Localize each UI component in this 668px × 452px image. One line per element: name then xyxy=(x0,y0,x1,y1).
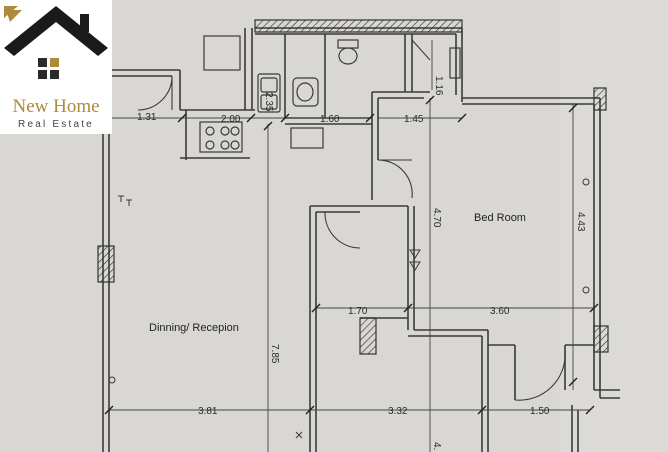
dim-116: 1.16 xyxy=(433,76,444,96)
dim-235: 2.35 xyxy=(263,92,274,112)
room-label-bedroom: Bed Room xyxy=(474,212,526,224)
dim-200: 2.00 xyxy=(221,114,241,125)
dim-443: 4.43 xyxy=(575,212,586,232)
dimension-labels: 1.31 2.00 1.60 1.45 1.16 2.35 4.70 4.43 … xyxy=(137,76,586,450)
electrical-symbols xyxy=(108,178,590,439)
dim-785: 7.85 xyxy=(269,344,280,364)
columns xyxy=(97,19,609,355)
dim-381: 3.81 xyxy=(198,406,218,417)
dimension-ticks xyxy=(104,95,599,415)
dim-360: 3.60 xyxy=(490,306,510,317)
room-label-dining: Dinning/ Recepion xyxy=(149,322,239,334)
logo-tagline: Real Estate xyxy=(18,119,94,130)
dim-160: 1.60 xyxy=(320,114,340,125)
dim-332: 3.32 xyxy=(388,406,408,417)
fixtures xyxy=(199,35,461,153)
logo-brand-name: New Home xyxy=(12,96,100,117)
room-labels: Bed Room Dinning/ Recepion xyxy=(149,212,526,334)
dim-4-cut: 4. xyxy=(431,442,442,450)
dim-170: 1.70 xyxy=(348,306,368,317)
dim-150: 1.50 xyxy=(530,406,550,417)
dim-145: 1.45 xyxy=(404,114,424,125)
dimension-lines xyxy=(109,40,594,452)
dim-131: 1.31 xyxy=(137,112,157,123)
dim-470: 4.70 xyxy=(431,208,442,228)
doors xyxy=(137,39,566,401)
house-logo-icon xyxy=(4,6,108,79)
company-logo: New Home Real Estate xyxy=(0,0,112,134)
